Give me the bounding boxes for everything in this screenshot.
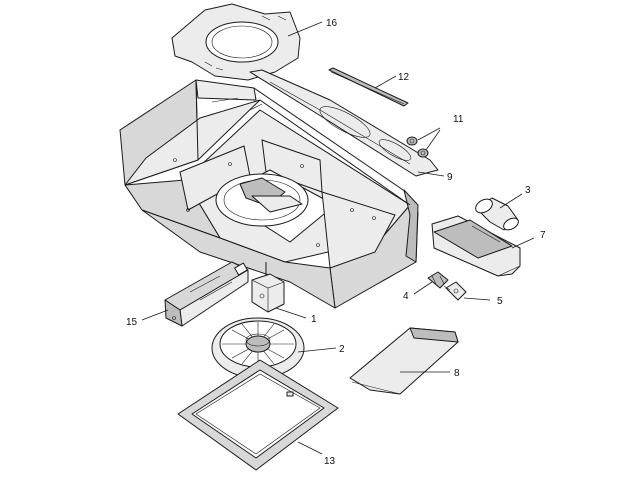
callout-13: 13 [324, 456, 336, 467]
part-1-motor-bracket [251, 262, 285, 313]
callout-16: 16 [326, 18, 338, 29]
leader-lines [141, 21, 535, 455]
part-3-duct-connector [475, 197, 519, 231]
callout-8: 8 [454, 368, 460, 379]
part-12-filter-strip [328, 67, 409, 107]
part-8-damper-shield [349, 327, 459, 395]
part-9-front-grille [249, 69, 439, 177]
part-15-wiring-box [164, 261, 249, 327]
callout-labels: 16 12 11 9 3 7 4 5 8 2 1 15 13 [126, 18, 546, 467]
part-2-fan-blower [211, 317, 305, 379]
callout-2: 2 [339, 344, 345, 355]
part-11-screws [406, 136, 429, 158]
callout-11: 11 [453, 114, 464, 125]
callout-15: 15 [126, 317, 138, 328]
callout-4: 4 [403, 291, 409, 302]
hood-body [119, 79, 419, 309]
part-7-light-housing [431, 215, 521, 277]
part-16-damper-plate [171, 3, 301, 81]
callout-5: 5 [497, 296, 503, 307]
callout-1: 1 [311, 314, 317, 325]
part-4-5-socket-switch [427, 271, 467, 301]
callout-7: 7 [540, 230, 546, 241]
callout-12: 12 [398, 72, 410, 83]
part-13-filter-frame [177, 359, 339, 471]
callout-9: 9 [447, 172, 453, 183]
callout-3: 3 [525, 185, 531, 196]
